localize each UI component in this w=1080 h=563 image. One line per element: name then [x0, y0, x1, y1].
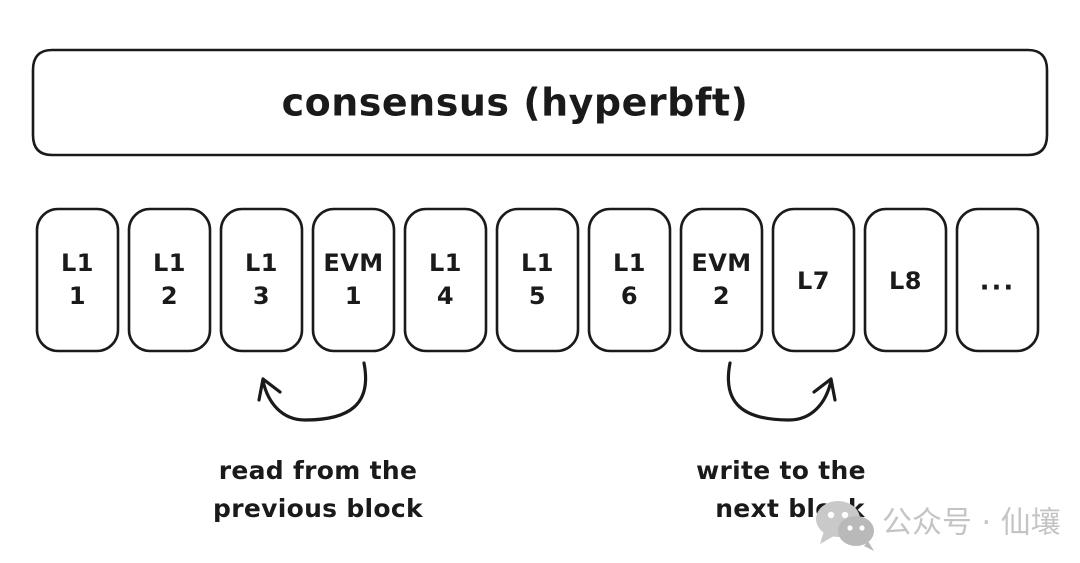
write-annotation-line-1: write to the	[696, 456, 866, 485]
consensus-box: consensus (hyperbft)	[31, 48, 1049, 157]
block-item[interactable]: L8	[863, 207, 948, 353]
block-outline	[127, 207, 212, 353]
block-outline	[35, 207, 120, 353]
block-item[interactable]: L1 1	[35, 207, 120, 353]
block-label-top: EVM	[323, 249, 383, 277]
block-label-bottom: 1	[69, 282, 86, 310]
read-arrow-curve	[261, 361, 368, 422]
block-item[interactable]: L1 3	[219, 207, 304, 353]
block-item[interactable]: L7	[771, 207, 856, 353]
block-item[interactable]: L1 4	[403, 207, 488, 353]
consensus-box-outline	[31, 48, 1049, 157]
block-label-top: L1	[429, 249, 462, 277]
block-item[interactable]: L1 5	[495, 207, 580, 353]
consensus-box-label: consensus (hyperbft)	[282, 81, 749, 125]
write-arrow	[726, 361, 837, 422]
watermark: 公众号 · 仙壤	[816, 501, 1061, 551]
block-label-bottom: 2	[161, 282, 178, 310]
block-outline	[771, 207, 856, 353]
block-label-bottom: 2	[713, 282, 730, 310]
wechat-bubble-back-tail	[820, 531, 834, 544]
read-annotation: read from the previous block	[213, 456, 424, 523]
read-arrow	[257, 361, 368, 422]
block-row: L1 1 L1 2 L1 3 EVM 1	[35, 207, 1040, 353]
block-item[interactable]: ...	[955, 207, 1040, 353]
block-label-top: L7	[797, 267, 830, 295]
block-outline	[219, 207, 304, 353]
block-label-top: L1	[245, 249, 278, 277]
read-annotation-line-2: previous block	[213, 494, 424, 523]
write-arrow-head	[812, 377, 837, 402]
block-item[interactable]: L1 6	[587, 207, 672, 353]
read-arrow-head	[257, 377, 282, 402]
block-label-bottom: 1	[345, 282, 362, 310]
write-arrow-curve	[726, 361, 833, 422]
block-item[interactable]: EVM 1	[311, 207, 396, 353]
block-label-bottom: 6	[621, 282, 638, 310]
block-label-bottom: 4	[437, 282, 454, 310]
block-outline	[311, 207, 396, 353]
block-label-top: L1	[153, 249, 186, 277]
block-outline	[495, 207, 580, 353]
block-outline	[403, 207, 488, 353]
block-label-top: L1	[613, 249, 646, 277]
wechat-bubble-back-dot-right	[841, 511, 849, 519]
block-label-bottom: 3	[253, 282, 270, 310]
block-label-bottom: 5	[529, 282, 546, 310]
wechat-bubble-back-dot-left	[827, 511, 835, 519]
block-outline	[587, 207, 672, 353]
read-annotation-line-1: read from the	[219, 456, 418, 485]
block-outline	[679, 207, 764, 353]
wechat-bubble-front-dot-left	[847, 525, 853, 531]
block-outline	[955, 207, 1040, 353]
block-label-top: L8	[889, 267, 922, 295]
block-label-top: EVM	[691, 249, 751, 277]
block-item[interactable]: EVM 2	[679, 207, 764, 353]
wechat-bubble-front	[838, 516, 874, 546]
wechat-bubble-front-tail	[864, 541, 874, 551]
wechat-bubble-front-dot-right	[859, 525, 865, 531]
block-outline	[863, 207, 948, 353]
watermark-label: 公众号 · 仙壤	[882, 506, 1061, 541]
block-label-top: L1	[521, 249, 554, 277]
block-label-ellipsis: ...	[980, 267, 1016, 297]
wechat-logo-icon	[816, 501, 874, 551]
block-label-top: L1	[61, 249, 94, 277]
block-item[interactable]: L1 2	[127, 207, 212, 353]
